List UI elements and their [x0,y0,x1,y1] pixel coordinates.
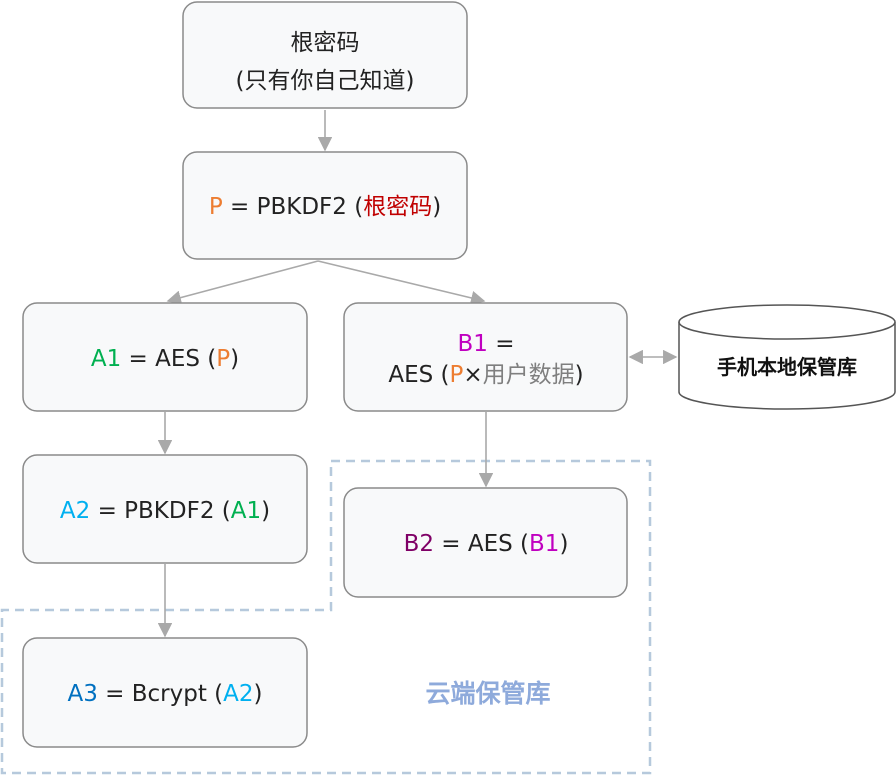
p-arg: 根密码 [363,194,432,220]
b1-node: B1 = AES (P×用户数据) [343,302,628,412]
local-vault-label: 手机本地保管库 [717,355,857,379]
b2-formula: B2 = AES (B1) [404,531,569,557]
b2-var: B2 [404,531,434,557]
a1-close: ) [230,346,239,372]
arrow-p-to-a1 [166,260,319,305]
a3-var: A3 [67,681,97,707]
p-derivation-node: P = PBKDF2 (根密码) [182,151,468,260]
a3-node: A3 = Bcrypt (A2) [22,637,308,748]
b2-node: B2 = AES (B1) [343,487,628,598]
a2-formula: A2 = PBKDF2 (A1) [60,498,270,524]
b1-formula-line2: AES (P×用户数据) [388,362,583,388]
a2-node: A2 = PBKDF2 (A1) [22,454,308,564]
cloud-vault-region [0,459,652,775]
b1-close: ) [575,362,584,388]
a1-arg: P [216,346,230,372]
arrow-p-to-b1 [317,260,486,305]
a3-eq: = Bcrypt ( [98,681,223,707]
database-icon: 手机本地保管库 [678,304,896,410]
a1-node: A1 = AES (P) [22,302,308,412]
b1-open: AES ( [388,362,449,388]
p-eq: = PBKDF2 ( [223,194,363,220]
a3-arg: A2 [223,681,253,707]
b1-times: × [463,362,482,388]
a1-var: A1 [91,346,121,372]
a1-eq: = AES ( [121,346,216,372]
b1-eq: = [488,331,515,357]
p-formula: P = PBKDF2 (根密码) [209,194,441,220]
p-var: P [209,194,223,220]
b2-close: ) [559,531,568,557]
b1-user-data: 用户数据 [483,362,575,388]
p-close: ) [432,194,441,220]
root-password-node: 根密码 (只有你自己知道) [182,1,468,109]
a2-close: ) [261,498,270,524]
root-password-title: 根密码 [291,30,360,56]
b2-arg: B1 [529,531,559,557]
b2-eq: = AES ( [434,531,529,557]
a1-formula: A1 = AES (P) [91,346,239,372]
a2-eq: = PBKDF2 ( [90,498,230,524]
a2-arg: A1 [231,498,261,524]
b1-arg: P [450,362,464,388]
a3-close: ) [254,681,263,707]
b1-formula-line1: B1 = [457,331,514,357]
cloud-vault-label: 云端保管库 [425,679,550,708]
a3-formula: A3 = Bcrypt (A2) [67,681,262,707]
b1-var: B1 [457,331,487,357]
a2-var: A2 [60,498,90,524]
root-password-subtitle: (只有你自己知道) [236,68,415,94]
